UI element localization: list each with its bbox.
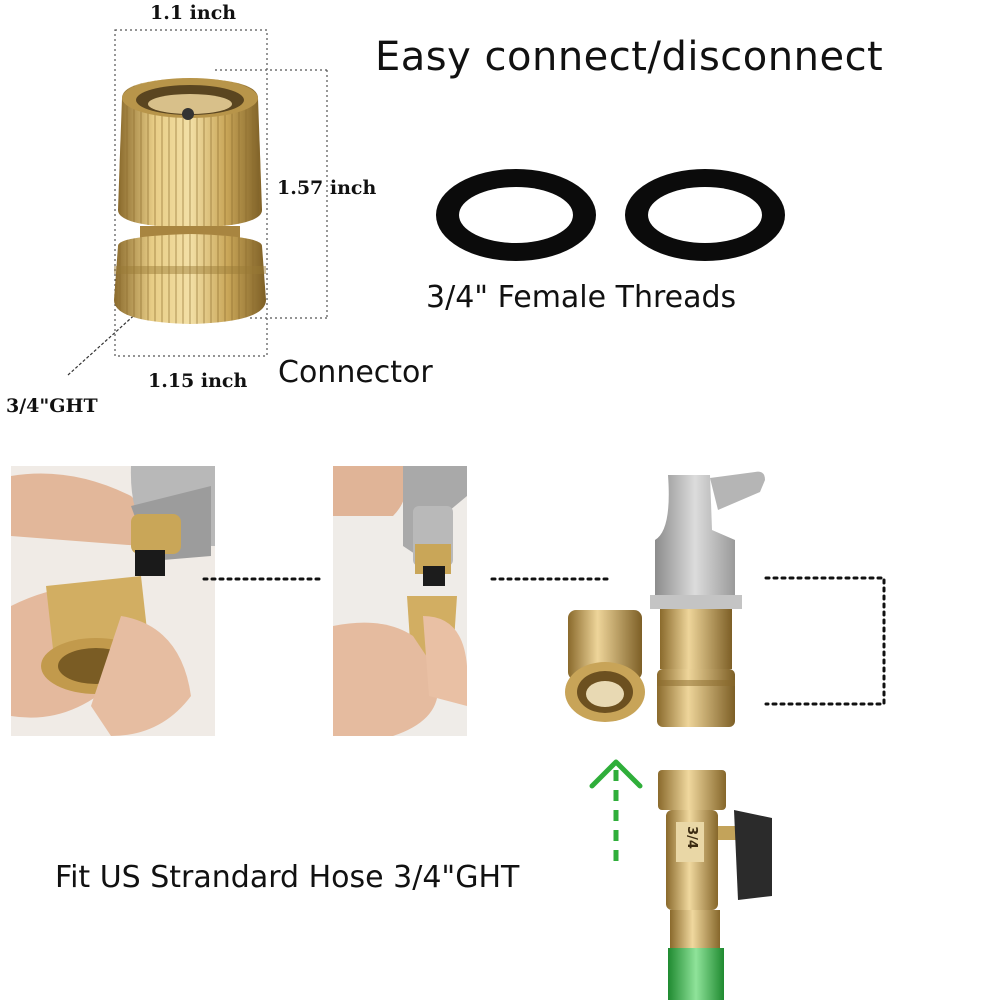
up-arrow	[588, 756, 644, 872]
step-photo-2	[333, 466, 467, 736]
dotted-connector-1	[202, 575, 322, 583]
thread-size-label: 3/4"GHT	[6, 395, 98, 417]
dotted-connector-icon	[490, 577, 612, 581]
height-dimension-label: 1.57 inch	[277, 177, 377, 199]
up-arrow-icon	[589, 759, 643, 868]
width-dimension-label: 1.1 inch	[150, 2, 237, 24]
hand-attaching-connector-illustration	[11, 466, 215, 736]
main-heading: Easy connect/disconnect	[375, 34, 884, 80]
dotted-connector-3	[762, 574, 892, 708]
connector-caption: Connector	[278, 355, 433, 390]
base-width-dimension-label: 1.15 inch	[148, 370, 248, 392]
hose-valve-figure: 3/4	[640, 770, 800, 1000]
washer-right	[622, 166, 788, 264]
washer-left	[433, 166, 599, 264]
dotted-connector-2	[490, 575, 612, 583]
dotted-connector-icon	[202, 577, 322, 581]
dotted-connector-icon	[764, 576, 886, 706]
washers-caption: 3/4" Female Threads	[426, 280, 737, 315]
hand-holding-connector-illustration	[333, 466, 467, 736]
valve-size-marking: 3/4	[683, 826, 699, 849]
nozzle-and-connectors-illustration	[565, 471, 765, 727]
step-photo-3	[560, 470, 790, 732]
washer-icon	[625, 169, 785, 261]
connector-illustration	[67, 29, 328, 376]
connector-product-figure: 1.1 inch 1.57 inch 1.15 inch 3/4"GHT	[0, 0, 380, 420]
fit-caption: Fit US Strandard Hose 3/4"GHT	[55, 860, 520, 895]
washer-icon	[436, 169, 596, 261]
hose-valve-illustration	[658, 770, 772, 1000]
step-photo-1	[11, 466, 215, 736]
